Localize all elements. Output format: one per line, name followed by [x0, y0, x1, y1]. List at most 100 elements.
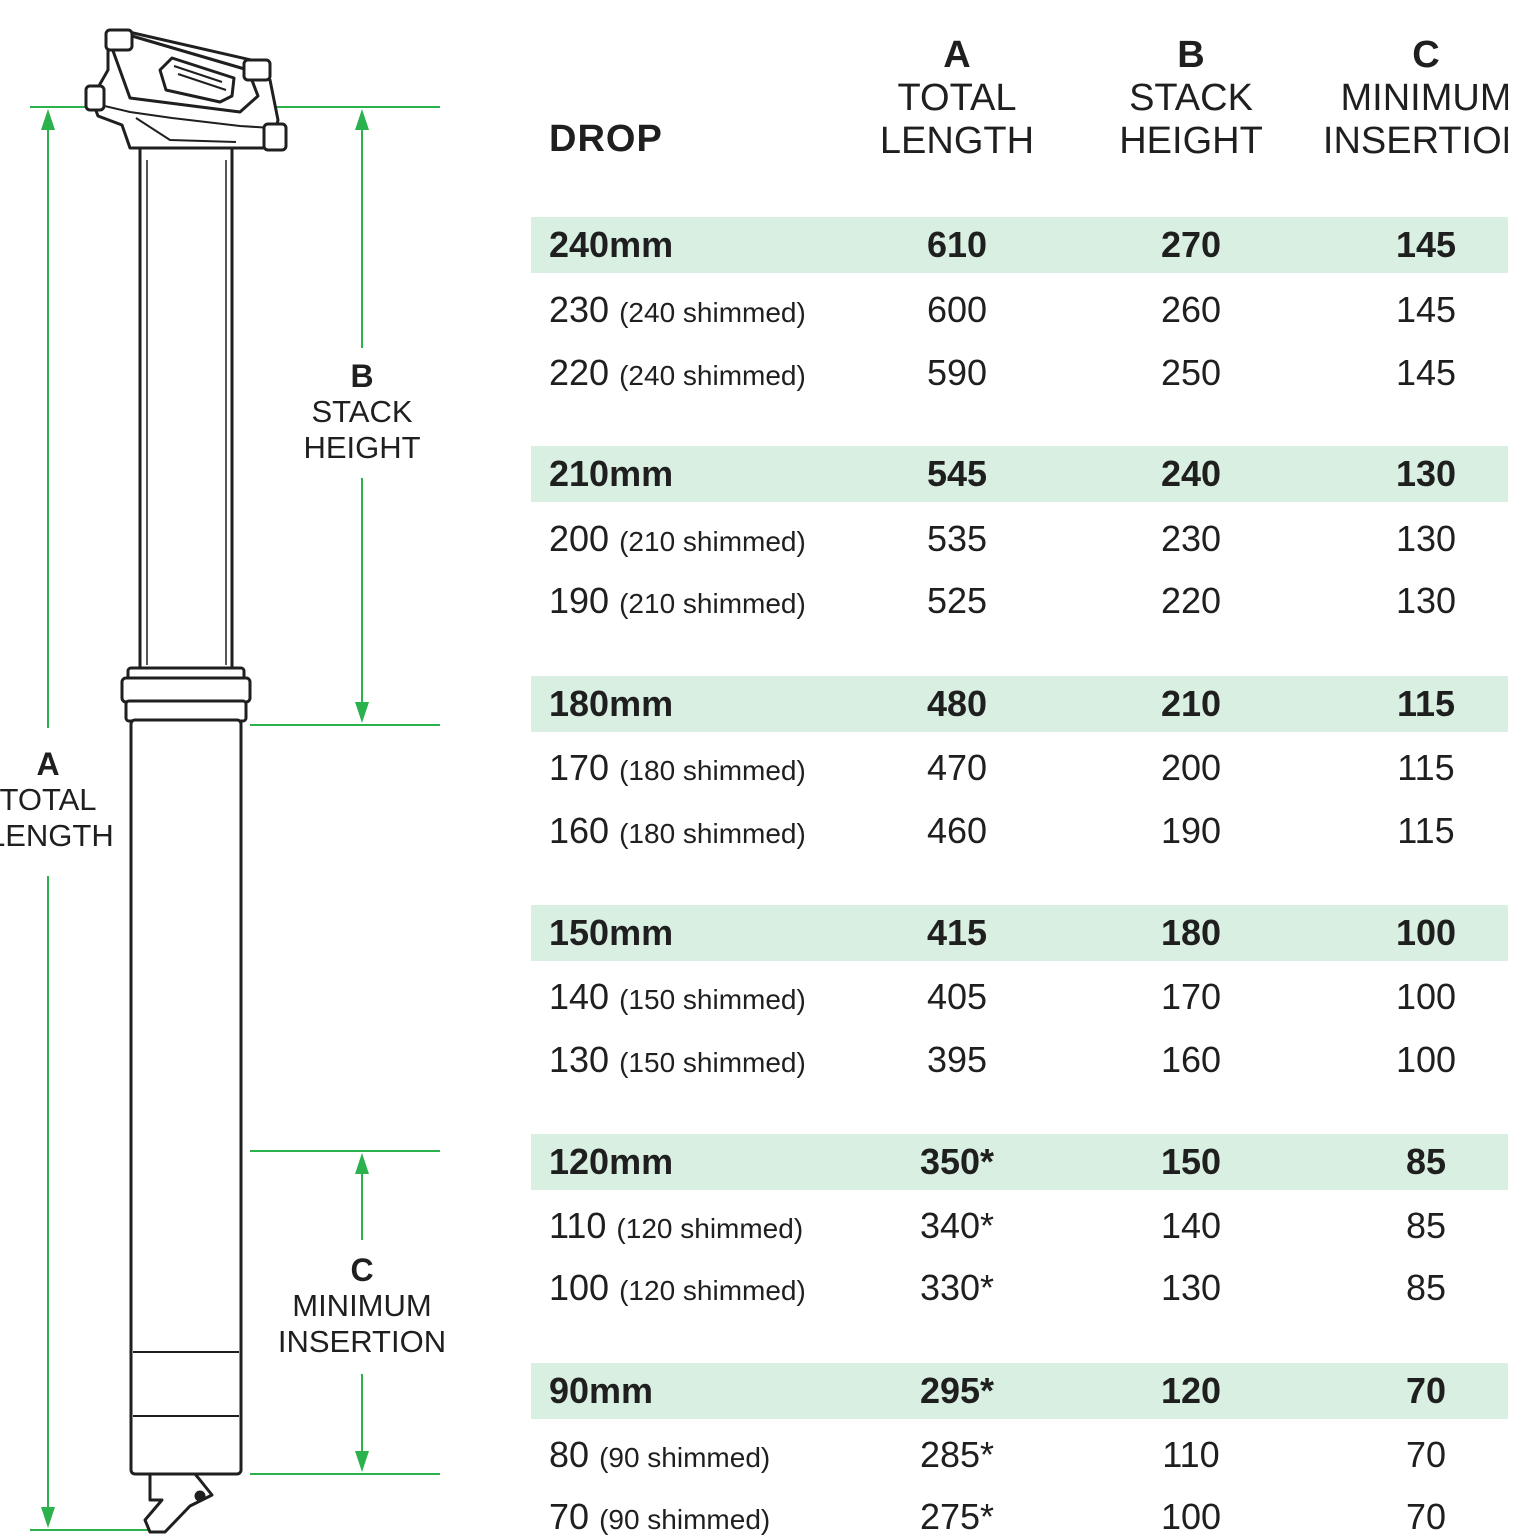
cell-total-length: 340*: [919, 1205, 995, 1246]
cell-minimum-insertion: 100: [1395, 976, 1457, 1017]
shim-note: (150 shimmed): [619, 984, 806, 1015]
header-b-line1: STACK: [1129, 77, 1253, 119]
cell-drop: 80 (90 shimmed): [549, 1427, 770, 1486]
header-drop: DROP: [549, 118, 663, 160]
cell-total-length: 600: [926, 289, 988, 330]
header-a-line1: TOTAL: [897, 77, 1017, 119]
dimension-c-line1: MINIMUM: [292, 1288, 432, 1323]
shim-note: (90 shimmed): [599, 1504, 771, 1535]
cell-total-length: 285*: [919, 1434, 995, 1475]
header-a-letter: A: [943, 34, 971, 76]
table-row-main: 180mm 480 210 115: [531, 676, 1508, 732]
cell-drop: 200 (210 shimmed): [549, 511, 806, 570]
drop-value: 160: [549, 810, 610, 851]
cell-stack-height: 190: [1160, 810, 1222, 851]
group-band: [531, 1134, 1508, 1190]
table-row: 140 (150 shimmed) 405 170 100: [531, 969, 1508, 1025]
shim-note: (240 shimmed): [619, 360, 806, 391]
drop-value: 100: [549, 1267, 610, 1308]
dimension-a-line2: LENGTH: [0, 818, 114, 853]
cell-stack-height: 260: [1160, 289, 1222, 330]
shim-note: (120 shimmed): [616, 1213, 804, 1244]
cell-stack-height: 230: [1160, 518, 1222, 559]
cell-stack-height: 130: [1160, 1267, 1222, 1308]
table-row-main: 90mm 295* 120 70: [531, 1363, 1508, 1419]
seatpost-drawing: [30, 28, 440, 1534]
drop-value: 80: [549, 1434, 590, 1475]
drop-value: 130: [549, 1039, 610, 1080]
cell-total-length: 610: [926, 224, 988, 265]
dimension-b-arrow: [355, 109, 369, 723]
dimension-a-arrow: [41, 109, 55, 1528]
table-row: 110 (120 shimmed) 340* 140 85: [531, 1198, 1508, 1254]
cell-minimum-insertion: 130: [1395, 580, 1457, 621]
cell-drop: 70 (90 shimmed): [549, 1489, 770, 1538]
header-stack-height: B STACK HEIGHT: [1101, 34, 1281, 163]
shim-note: (120 shimmed): [619, 1275, 806, 1306]
cell-drop: 240mm: [549, 224, 674, 265]
cell-stack-height: 160: [1160, 1039, 1222, 1080]
cell-stack-height: 200: [1160, 747, 1222, 788]
cell-stack-height: 250: [1160, 352, 1222, 393]
dimensions-table: DROP A TOTAL LENGTH B STACK HEIGHT C MIN…: [531, 0, 1508, 1538]
dimension-b-letter: B: [350, 358, 374, 394]
table-row: 190 (210 shimmed) 525 220 130: [531, 573, 1508, 629]
cell-drop: 140 (150 shimmed): [549, 969, 806, 1028]
table-row: 200 (210 shimmed) 535 230 130: [531, 511, 1508, 567]
cell-stack-height: 240: [1160, 453, 1222, 494]
cell-total-length: 525: [926, 580, 988, 621]
cell-drop: 160 (180 shimmed): [549, 803, 806, 862]
header-total-length: A TOTAL LENGTH: [867, 34, 1047, 163]
drop-value: 70: [549, 1496, 590, 1537]
cell-total-length: 470: [926, 747, 988, 788]
shim-note: (240 shimmed): [619, 297, 806, 328]
header-c-line2: INSERTION: [1322, 120, 1508, 162]
header-c-line1: MINIMUM: [1340, 77, 1508, 119]
table-row: 70 (90 shimmed) 275* 100 70: [531, 1489, 1508, 1538]
table-row: 220 (240 shimmed) 590 250 145: [531, 345, 1508, 401]
cell-minimum-insertion: 130: [1395, 518, 1457, 559]
cell-stack-height: 180: [1160, 912, 1222, 953]
group-band: [531, 1363, 1508, 1419]
cell-minimum-insertion: 145: [1395, 289, 1457, 330]
cell-minimum-insertion: 100: [1395, 1039, 1457, 1080]
cell-stack-height: 170: [1160, 976, 1222, 1017]
cell-minimum-insertion: 115: [1397, 810, 1455, 851]
table-row-main: 240mm 610 270 145: [531, 217, 1508, 273]
cell-stack-height: 150: [1160, 1141, 1222, 1182]
cell-stack-height: 100: [1160, 1496, 1222, 1537]
cell-minimum-insertion: 145: [1395, 352, 1457, 393]
cell-stack-height: 270: [1160, 224, 1222, 265]
cell-minimum-insertion: 115: [1396, 683, 1456, 724]
cell-minimum-insertion: 70: [1405, 1496, 1447, 1537]
table-row: 100 (120 shimmed) 330* 130 85: [531, 1260, 1508, 1316]
seatpost-diagram: A TOTAL LENGTH B STACK HEIGHT C MINIMUM …: [0, 0, 520, 1538]
cell-drop: 120mm: [549, 1141, 674, 1182]
header-minimum-insertion: C MINIMUM INSERTION: [1316, 34, 1508, 163]
cell-minimum-insertion: 85: [1405, 1205, 1447, 1246]
cell-stack-height: 210: [1160, 683, 1222, 724]
drop-value: 110: [549, 1205, 607, 1246]
cell-total-length: 395: [926, 1039, 988, 1080]
cell-total-length: 415: [926, 912, 988, 953]
cell-drop: 150mm: [549, 912, 674, 953]
extension-lines: [30, 106, 440, 1531]
table-row: 130 (150 shimmed) 395 160 100: [531, 1032, 1508, 1088]
dimension-a-label: A TOTAL LENGTH: [0, 746, 114, 854]
cell-drop: 190 (210 shimmed): [549, 573, 806, 632]
cell-stack-height: 140: [1160, 1205, 1222, 1246]
drop-value: 200: [549, 518, 610, 559]
drop-value: 140: [549, 976, 610, 1017]
cell-total-length: 330*: [919, 1267, 995, 1308]
header-b-line2: HEIGHT: [1119, 120, 1263, 162]
table-row-main: 210mm 545 240 130: [531, 446, 1508, 502]
cell-drop: 130 (150 shimmed): [549, 1032, 806, 1091]
header-a-line2: LENGTH: [879, 120, 1035, 162]
group-band: [531, 676, 1508, 732]
table-row: 230 (240 shimmed) 600 260 145: [531, 282, 1508, 338]
shim-note: (180 shimmed): [619, 818, 806, 849]
dimension-a-line1: TOTAL: [0, 782, 97, 817]
cell-minimum-insertion: 100: [1395, 912, 1457, 953]
cell-drop: 220 (240 shimmed): [549, 345, 806, 404]
dimension-b-line1: STACK: [311, 394, 413, 429]
